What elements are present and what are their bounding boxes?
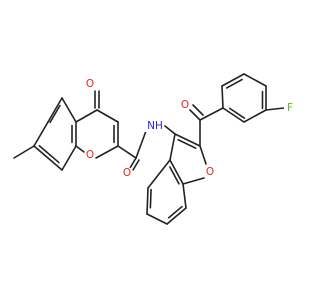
- chromone-ring-oxygen-label: O: [84, 149, 96, 161]
- ring-bond: [146, 187, 149, 215]
- ring-bond: [199, 145, 207, 165]
- double-bond-inner: [167, 205, 183, 219]
- double-bond-inner: [149, 188, 152, 209]
- svg-text:O: O: [181, 99, 189, 111]
- amide-carbonyl: [132, 159, 140, 171]
- ring-bond: [75, 109, 98, 123]
- double-bond-inner: [38, 144, 60, 164]
- double-bond-inner: [177, 138, 197, 149]
- double-bond-inner: [228, 107, 246, 119]
- double-bond-inner: [225, 78, 243, 89]
- ring-bond: [61, 145, 77, 171]
- amide-bond: [164, 125, 176, 135]
- amide-bond: [135, 130, 147, 159]
- fluorine-label: F: [284, 102, 296, 114]
- ring-bond: [33, 121, 49, 147]
- ring-bond: [166, 207, 187, 225]
- ring-bond: [169, 159, 184, 185]
- ring-bond: [182, 183, 187, 209]
- amide-nitrogen-label: NH: [144, 120, 164, 132]
- furan-oxygen-label: O: [204, 166, 216, 178]
- svg-text:O: O: [206, 166, 214, 178]
- amide-oxygen-label: O: [121, 167, 133, 179]
- ring-bond: [47, 97, 63, 123]
- svg-text:NH: NH: [147, 120, 163, 132]
- structure-diagram: O O O NH O O F: [13, 73, 296, 225]
- ketone-oxygen-label: O: [84, 78, 96, 90]
- benzoyl-carbonyl: [189, 109, 201, 121]
- bond-layer: [13, 73, 285, 225]
- benzoyl-oxygen-label: O: [179, 99, 191, 111]
- benzoyl-carbonyl: [192, 104, 204, 116]
- svg-text:F: F: [287, 102, 293, 114]
- ring-bond: [147, 159, 171, 189]
- ring-bond: [95, 145, 119, 159]
- ring-bond: [174, 133, 201, 147]
- molecule-canvas: O O O NH O O F: [13, 73, 296, 225]
- methyl-bond: [13, 145, 35, 159]
- ring-bond: [146, 213, 168, 225]
- svg-text:O: O: [86, 149, 94, 161]
- fluorine-bond: [265, 107, 285, 111]
- svg-text:O: O: [86, 78, 94, 90]
- ring-bond: [221, 85, 224, 109]
- ring-bond: [75, 145, 85, 153]
- ring-bond: [96, 109, 119, 123]
- amide-carbonyl: [129, 157, 137, 169]
- amide-bond: [117, 145, 137, 159]
- svg-text:O: O: [123, 167, 131, 179]
- ring-bond: [169, 133, 176, 161]
- ring-bond: [61, 97, 77, 123]
- ring-bond: [222, 107, 245, 123]
- ring-bond: [243, 109, 267, 123]
- ring-bond: [182, 177, 205, 185]
- ring-bond: [221, 73, 245, 87]
- double-bond-inner: [169, 166, 180, 185]
- ring-bond: [243, 73, 267, 87]
- ring-bond: [33, 145, 63, 171]
- double-bond-inner: [49, 104, 61, 124]
- benzoyl-bond: [199, 107, 224, 121]
